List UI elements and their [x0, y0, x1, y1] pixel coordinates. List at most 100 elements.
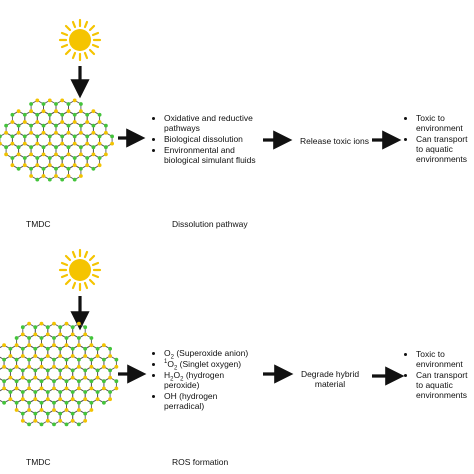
lattice-hexagon — [34, 409, 49, 425]
lattice-atom — [58, 368, 63, 373]
lattice-hexagon — [47, 409, 61, 425]
lattice-hexagon — [59, 409, 74, 425]
lattice-atom — [66, 145, 71, 150]
lattice-hexagon — [0, 344, 11, 361]
lattice-atom — [35, 177, 40, 182]
lattice-atom — [60, 134, 65, 139]
lattice-atom — [4, 152, 8, 157]
lattice-atom — [45, 354, 50, 358]
lattice-atom — [108, 354, 112, 358]
lattice-atom — [70, 397, 75, 402]
lattice-atom — [16, 145, 21, 150]
lattice-atom — [52, 321, 56, 326]
lattice-hexagon — [0, 366, 11, 382]
lattice-atom — [52, 336, 56, 340]
lattice-atom — [60, 177, 65, 182]
lattice-hexagon — [55, 164, 69, 181]
lattice-atom — [10, 163, 15, 168]
lattice-atom — [29, 130, 33, 135]
lattice-atom — [58, 332, 63, 337]
lattice-atom — [66, 166, 71, 171]
lattice-atom — [10, 112, 15, 117]
lattice-atom — [2, 357, 6, 362]
lattice-atom — [60, 156, 65, 160]
lattice-atom — [60, 98, 65, 103]
lattice-atom — [108, 390, 112, 394]
lattice-atom — [89, 400, 94, 405]
lattice-atom — [72, 177, 77, 182]
lattice-atom — [10, 156, 15, 160]
lattice-atom — [97, 141, 102, 146]
lattice-atom — [83, 354, 88, 358]
lattice-atom — [91, 109, 96, 114]
lattice-atom — [35, 98, 40, 103]
lattice-atom — [97, 163, 102, 168]
lattice-atom — [70, 354, 75, 358]
lattice-atom — [66, 123, 71, 128]
lattice-atom — [89, 364, 94, 369]
lattice-atom — [83, 390, 88, 394]
lattice-atom — [91, 123, 96, 128]
lattice-hexagon — [72, 409, 86, 425]
lattice-atom — [79, 109, 83, 114]
lattice-atom — [52, 379, 56, 384]
lattice-hexagon — [86, 153, 101, 170]
lattice-atom — [72, 141, 77, 146]
mechanism-item: H2O2 (hydrogen peroxide) — [164, 370, 254, 390]
lattice-atom — [83, 375, 88, 380]
lattice-atom — [77, 379, 81, 384]
lattice-atom — [108, 375, 112, 380]
lattice-atom — [64, 386, 69, 391]
lattice-atom — [77, 321, 81, 326]
tmdc-lattice — [0, 321, 119, 427]
lattice-atom — [52, 386, 56, 391]
lattice-atom — [33, 332, 38, 337]
lattice-atom — [79, 152, 83, 157]
mechanism-item: Oxidative and reductive pathways — [164, 113, 269, 133]
mechanism-list: O2 (Superoxide anion) 1O2 (Singlet oxyge… — [152, 348, 264, 412]
lattice-atom — [70, 325, 75, 330]
lattice-atom — [45, 332, 50, 337]
lattice-atom — [47, 156, 52, 160]
lattice-atom — [2, 364, 6, 369]
lattice-atom — [14, 386, 19, 391]
lattice-atom — [58, 375, 63, 380]
lattice-atom — [108, 397, 112, 402]
lattice-atom — [77, 400, 81, 405]
effect-list: Toxic to environment Can transport to aq… — [404, 113, 474, 165]
lattice-atom — [85, 141, 90, 146]
lattice-atom — [95, 397, 100, 402]
lattice-atom — [33, 325, 38, 330]
lattice-atom — [33, 390, 38, 394]
lattice-atom — [8, 346, 13, 351]
lattice-atom — [20, 368, 25, 373]
lattice-atom — [29, 109, 33, 114]
lattice-atom — [64, 379, 69, 384]
lattice-atom — [70, 411, 75, 416]
lattice-atom — [64, 364, 69, 369]
lattice-atom — [58, 411, 63, 416]
lattice-atom — [2, 343, 6, 348]
lattice-atom — [47, 120, 52, 124]
lattice-atom — [52, 343, 56, 348]
lattice-atom — [72, 120, 77, 124]
lattice-atom — [45, 390, 50, 394]
lattice-atom — [22, 156, 27, 160]
lattice-atom — [16, 166, 21, 171]
lattice-atom — [33, 375, 38, 380]
lattice-atom — [8, 397, 13, 402]
lattice-atom — [70, 390, 75, 394]
lattice-atom — [89, 386, 94, 391]
lattice-atom — [33, 397, 38, 402]
lattice-atom — [97, 156, 102, 160]
lattice-atom — [33, 346, 38, 351]
lattice-atom — [102, 379, 106, 384]
lattice-atom — [39, 343, 44, 348]
lattice-atom — [91, 166, 96, 171]
mechanism-list: Oxidative and reductive pathways Biologi… — [152, 113, 269, 166]
lattice-atom — [72, 156, 77, 160]
lattice-atom — [104, 145, 108, 150]
lattice-hexagon — [22, 409, 36, 425]
mechanism-item: O2 (Superoxide anion) — [164, 348, 264, 361]
lattice-atom — [64, 343, 69, 348]
